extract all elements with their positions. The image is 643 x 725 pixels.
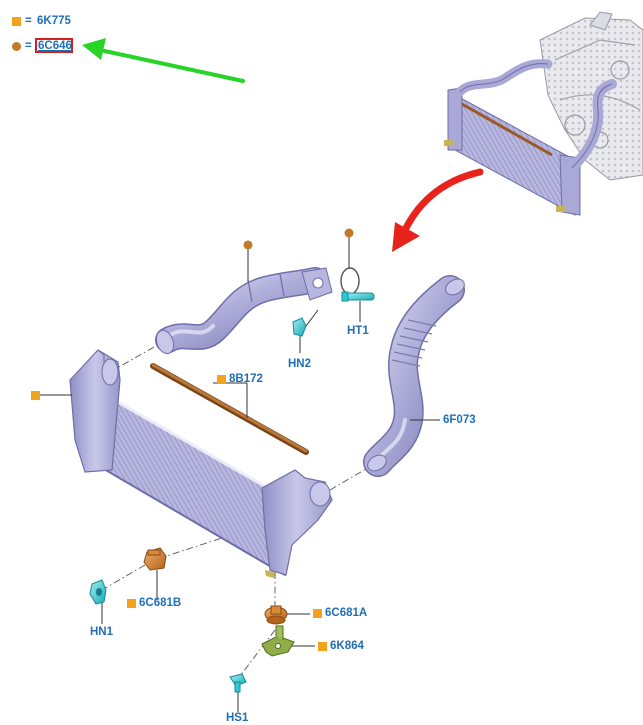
label-leader-lines — [40, 382, 440, 712]
part-label-HN2[interactable]: HN2 — [288, 358, 312, 370]
strip-8B172 — [150, 363, 309, 455]
legend-square-code[interactable]: 6K775 — [37, 15, 71, 27]
bolt-HS1 — [229, 673, 247, 693]
square-marker — [313, 609, 322, 618]
intercooler-core — [69, 349, 333, 578]
part-label-HT1[interactable]: HT1 — [347, 325, 369, 337]
legend-circle-marker — [12, 42, 21, 51]
upper-charge-pipe — [155, 267, 333, 355]
hose-6F073 — [363, 275, 465, 477]
legend-circle-code-highlight[interactable]: 6C646 — [35, 38, 73, 53]
part-label-HS1[interactable]: HS1 — [226, 712, 249, 724]
engine-overview — [539, 11, 643, 181]
legend-square-marker — [12, 17, 21, 26]
legend-equals-square: = — [25, 15, 32, 27]
part-label-6K864[interactable]: 6K864 — [330, 640, 364, 652]
bracket-6K864 — [261, 625, 295, 657]
part-label-6C681B[interactable]: 6C681B — [139, 597, 182, 609]
overview-intercooler — [444, 59, 617, 216]
grommet-6C681A — [264, 605, 288, 625]
green-pointer-arrow — [82, 38, 245, 83]
legend-circle-code[interactable]: 6C646 — [38, 40, 72, 52]
legend-equals-circle: = — [25, 40, 32, 52]
square-marker — [318, 642, 327, 651]
nut-HN1 — [89, 579, 107, 605]
gasket-ring — [340, 267, 360, 295]
clamp-HT1 — [341, 291, 375, 322]
part-label-6F073[interactable]: 6F073 — [443, 414, 476, 426]
part-label-HN1[interactable]: HN1 — [90, 626, 114, 638]
nut-HN2 — [292, 309, 319, 353]
square-marker — [31, 391, 40, 400]
circle-marker — [344, 228, 354, 238]
circle-marker-leaders — [247, 237, 350, 282]
part-label-6C681A[interactable]: 6C681A — [325, 607, 368, 619]
square-marker — [217, 375, 226, 384]
part-label-8B172[interactable]: 8B172 — [229, 373, 263, 385]
circle-marker — [243, 240, 253, 250]
grommet-6C681B — [143, 547, 167, 571]
red-direction-arrow — [392, 168, 484, 252]
square-marker — [127, 599, 136, 608]
